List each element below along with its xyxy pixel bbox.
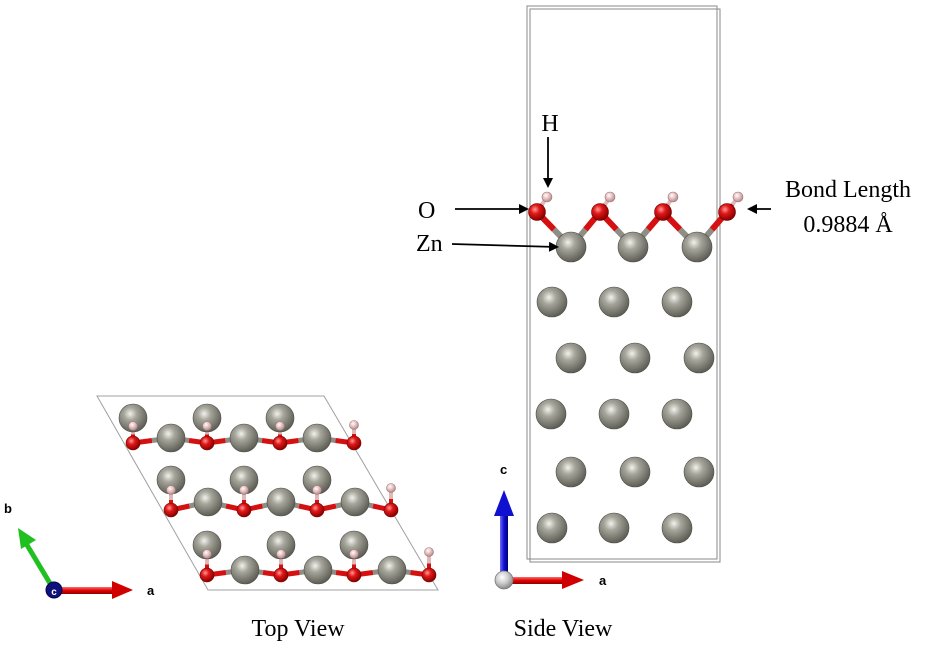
- zn-atom: [536, 286, 568, 318]
- zn-atom: [156, 423, 186, 453]
- side-view-axis-triad: c a: [494, 462, 607, 590]
- zn-atom: [266, 530, 296, 560]
- zn-atom: [683, 342, 715, 374]
- bond-length-title: Bond Length: [785, 177, 911, 203]
- axis-c-label: c: [500, 462, 507, 477]
- axis-a-arrow: [54, 581, 133, 599]
- zn-atom: [617, 231, 649, 263]
- side-view-annotations: H O Zn Bond Length 0.9884 Å: [416, 111, 911, 257]
- h-atom: [312, 485, 322, 495]
- zn-atom: [683, 456, 715, 488]
- axis-origin: [494, 570, 514, 590]
- h-atom: [239, 485, 249, 495]
- o-atom: [528, 203, 546, 221]
- side-view-unit-cell: [526, 5, 721, 563]
- axis-b-arrow: [18, 528, 57, 592]
- side-view-caption: Side View: [514, 616, 613, 642]
- axis-a-label: a: [599, 573, 607, 588]
- o-atom: [654, 203, 672, 221]
- h-atom: [667, 191, 679, 203]
- o-atom: [236, 502, 252, 518]
- o-atom-label: O: [418, 198, 435, 224]
- h-atom: [349, 420, 359, 430]
- zn-atom: [535, 398, 567, 430]
- zn-atom: [661, 512, 693, 544]
- h-atom: [732, 191, 744, 203]
- h-atom: [386, 483, 396, 493]
- zn-atom: [555, 231, 587, 263]
- h-atom: [424, 547, 434, 557]
- bond-length-value: 0.9884 Å: [803, 212, 893, 238]
- o-atom: [199, 435, 215, 451]
- zn-atom: [266, 487, 296, 517]
- zn-atom: [302, 423, 332, 453]
- h-atom: [202, 549, 212, 559]
- zn-atom: [339, 530, 369, 560]
- o-atom: [125, 435, 141, 451]
- zn-atom: [230, 555, 260, 585]
- o-atom: [273, 567, 289, 583]
- top-view-caption: Top View: [251, 616, 345, 642]
- top-view-axis-triad: c b a: [4, 501, 155, 599]
- zn-atom: [661, 286, 693, 318]
- zn-atom-label: Zn: [416, 231, 443, 257]
- axis-a-arrow: [504, 571, 584, 589]
- axis-c-label: c: [51, 587, 57, 598]
- h-atom: [349, 549, 359, 559]
- o-atom: [272, 435, 288, 451]
- o-atom: [718, 203, 736, 221]
- h-atom: [275, 421, 285, 431]
- zn-atom: [598, 512, 630, 544]
- side-view-atoms: [528, 191, 744, 544]
- zn-atom: [340, 487, 370, 517]
- h-atom: [276, 549, 286, 559]
- zn-atom: [681, 231, 713, 263]
- zn-atom: [598, 398, 630, 430]
- zn-atom: [536, 512, 568, 544]
- h-atom: [541, 191, 553, 203]
- axis-b-label: b: [4, 501, 12, 516]
- top-view: c b a: [4, 395, 439, 599]
- h-atom: [604, 191, 616, 203]
- zn-atom: [193, 487, 223, 517]
- axis-c-arrow: [494, 490, 514, 583]
- o-atom: [163, 502, 179, 518]
- axis-a-label: a: [147, 583, 155, 598]
- h-atom: [128, 421, 138, 431]
- zn-atom: [377, 555, 407, 585]
- top-view-unit-cell: [96, 395, 439, 591]
- zn-atom: [619, 342, 651, 374]
- side-view: c a H O Zn Bond Length 0.9884 Å: [416, 5, 911, 590]
- zn-atom: [303, 555, 333, 585]
- zn-atom: [555, 456, 587, 488]
- top-view-atoms: [118, 403, 437, 585]
- axis-c-origin: [45, 581, 63, 599]
- h-atom-label: H: [541, 111, 558, 137]
- o-atom: [309, 502, 325, 518]
- o-atom: [346, 567, 362, 583]
- o-atom: [591, 203, 609, 221]
- zn-atom: [192, 403, 222, 433]
- o-atom: [346, 435, 362, 451]
- zn-atom-arrow: [451, 241, 559, 252]
- zn-atom: [598, 286, 630, 318]
- h-atom: [202, 421, 212, 431]
- zn-atom: [229, 423, 259, 453]
- zn-atom: [265, 403, 295, 433]
- o-atom: [199, 567, 215, 583]
- o-atom: [421, 567, 437, 583]
- zn-atom: [619, 456, 651, 488]
- zn-atom: [661, 398, 693, 430]
- o-atom: [383, 502, 399, 518]
- zn-atom: [118, 403, 148, 433]
- zn-atom: [192, 530, 222, 560]
- zn-atom: [555, 342, 587, 374]
- h-atom: [166, 485, 176, 495]
